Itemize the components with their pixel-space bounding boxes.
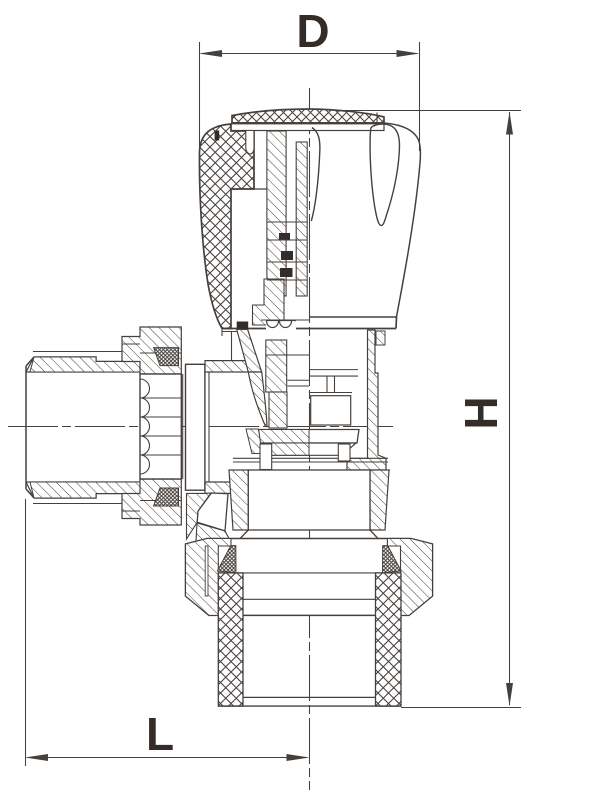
- svg-text:D: D: [296, 5, 329, 57]
- svg-text:H: H: [455, 396, 507, 429]
- svg-text:L: L: [146, 708, 174, 760]
